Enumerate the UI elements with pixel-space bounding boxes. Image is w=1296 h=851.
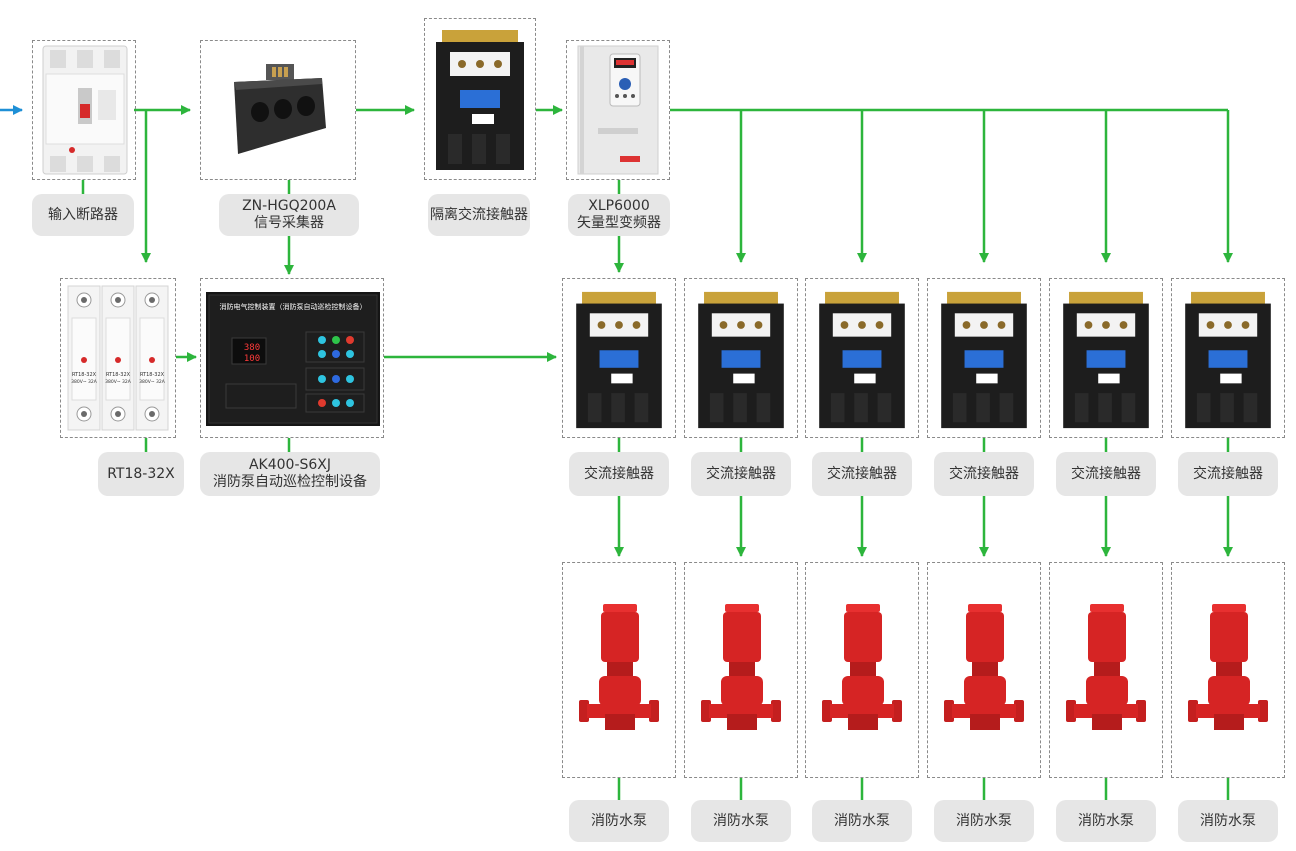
signal-collector-label: ZN-HGQ200A 信号采集器 (219, 194, 359, 236)
ac-contactor-image (941, 291, 1027, 429)
signal-collector-box (200, 40, 356, 180)
ac-contactor-image (698, 291, 784, 429)
signal-collector-name: 信号采集器 (254, 215, 324, 231)
fuse-unit-rating: 380V~ 32A (139, 379, 166, 385)
isolation-contactor-box (424, 18, 536, 180)
input-breaker-text: 输入断路器 (48, 206, 118, 223)
contactor-text: 交流接触器 (584, 465, 654, 482)
fuse-label: RT18-32X (98, 452, 184, 496)
fuse-unit: RT18-32X 380V~ 32A (101, 285, 135, 431)
fire-pump-image (701, 604, 781, 730)
contactor-label: 交流接触器 (1056, 452, 1156, 496)
vfd-name: 矢量型变频器 (577, 215, 661, 231)
pump-label: 消防水泵 (569, 800, 669, 842)
pump-text: 消防水泵 (591, 812, 647, 829)
signal-collector-model: ZN-HGQ200A (242, 198, 336, 214)
fuse-unit: RT18-32X 380V~ 32A (135, 285, 169, 431)
controller-name: 消防泵自动巡检控制设备 (213, 474, 367, 490)
signal-collector-image (234, 64, 326, 154)
pump-text: 消防水泵 (713, 812, 769, 829)
contactor-label: 交流接触器 (1178, 452, 1278, 496)
ac-contactor-image (1185, 291, 1271, 429)
contactor-box (562, 278, 676, 438)
ac-contactor-image (576, 291, 662, 429)
isolation-contactor-label: 隔离交流接触器 (428, 194, 530, 236)
fire-pump-image (1066, 604, 1146, 730)
vfd-model: XLP6000 (588, 198, 650, 214)
panel-display-top: 380 (244, 343, 260, 353)
pump-box (684, 562, 798, 778)
fire-pump-image (1188, 604, 1268, 730)
input-breaker-box (32, 40, 136, 180)
contactor-box (1049, 278, 1163, 438)
vfd-image (577, 45, 659, 175)
contactor-text: 交流接触器 (1193, 465, 1263, 482)
pump-text: 消防水泵 (1078, 812, 1134, 829)
contactor-text: 交流接触器 (827, 465, 897, 482)
contactor-box (927, 278, 1041, 438)
pump-text: 消防水泵 (956, 812, 1012, 829)
input-breaker-label: 输入断路器 (32, 194, 134, 236)
pump-label: 消防水泵 (812, 800, 912, 842)
pump-label: 消防水泵 (934, 800, 1034, 842)
fuse-unit: RT18-32X 380V~ 32A (67, 285, 101, 431)
controller-panel-image: 消防电气控制装置（消防泵自动巡检控制设备） 380 100 (206, 292, 380, 426)
fuse-holder-image: RT18-32X 380V~ 32A RT18-32X 380V~ 32A RT… (67, 285, 169, 431)
fire-pump-image (579, 604, 659, 730)
fuse-unit-rating: 380V~ 32A (105, 379, 132, 385)
pump-box (562, 562, 676, 778)
pump-box (805, 562, 919, 778)
panel-display-bottom: 100 (244, 354, 260, 364)
contactor-text: 交流接触器 (706, 465, 776, 482)
isolation-contactor-image (436, 30, 524, 170)
fire-pump-image (944, 604, 1024, 730)
contactor-text: 交流接触器 (1071, 465, 1141, 482)
pump-box (1049, 562, 1163, 778)
contactor-label: 交流接触器 (812, 452, 912, 496)
fuse-unit-model: RT18-32X (140, 372, 165, 378)
pump-label: 消防水泵 (691, 800, 791, 842)
fuse-unit-model: RT18-32X (72, 372, 97, 378)
fuse-text: RT18-32X (107, 465, 175, 482)
controller-model: AK400-S6XJ (248, 457, 332, 473)
contactor-label: 交流接触器 (934, 452, 1034, 496)
fire-pump-image (822, 604, 902, 730)
vfd-label: XLP6000 矢量型变频器 (568, 194, 670, 236)
contactor-text: 交流接触器 (949, 465, 1019, 482)
ac-contactor-image (1063, 291, 1149, 429)
controller-label: AK400-S6XJ 消防泵自动巡检控制设备 (200, 452, 380, 496)
panel-title: 消防电气控制装置（消防泵自动巡检控制设备） (220, 302, 367, 311)
contactor-box (805, 278, 919, 438)
contactor-label: 交流接触器 (569, 452, 669, 496)
contactor-label: 交流接触器 (691, 452, 791, 496)
contactor-box (1171, 278, 1285, 438)
molded-case-breaker-image (42, 45, 128, 175)
pump-label: 消防水泵 (1056, 800, 1156, 842)
fuse-unit-model: RT18-32X (106, 372, 131, 378)
pump-box (1171, 562, 1285, 778)
fuse-unit-rating: 380V~ 32A (71, 379, 98, 385)
contactor-box (684, 278, 798, 438)
pump-text: 消防水泵 (834, 812, 890, 829)
isolation-contactor-text: 隔离交流接触器 (430, 206, 528, 223)
controller-box (200, 278, 384, 438)
pump-text: 消防水泵 (1200, 812, 1256, 829)
pump-box (927, 562, 1041, 778)
ac-contactor-image (819, 291, 905, 429)
fuse-box (60, 278, 176, 438)
vfd-box (566, 40, 670, 180)
pump-label: 消防水泵 (1178, 800, 1278, 842)
